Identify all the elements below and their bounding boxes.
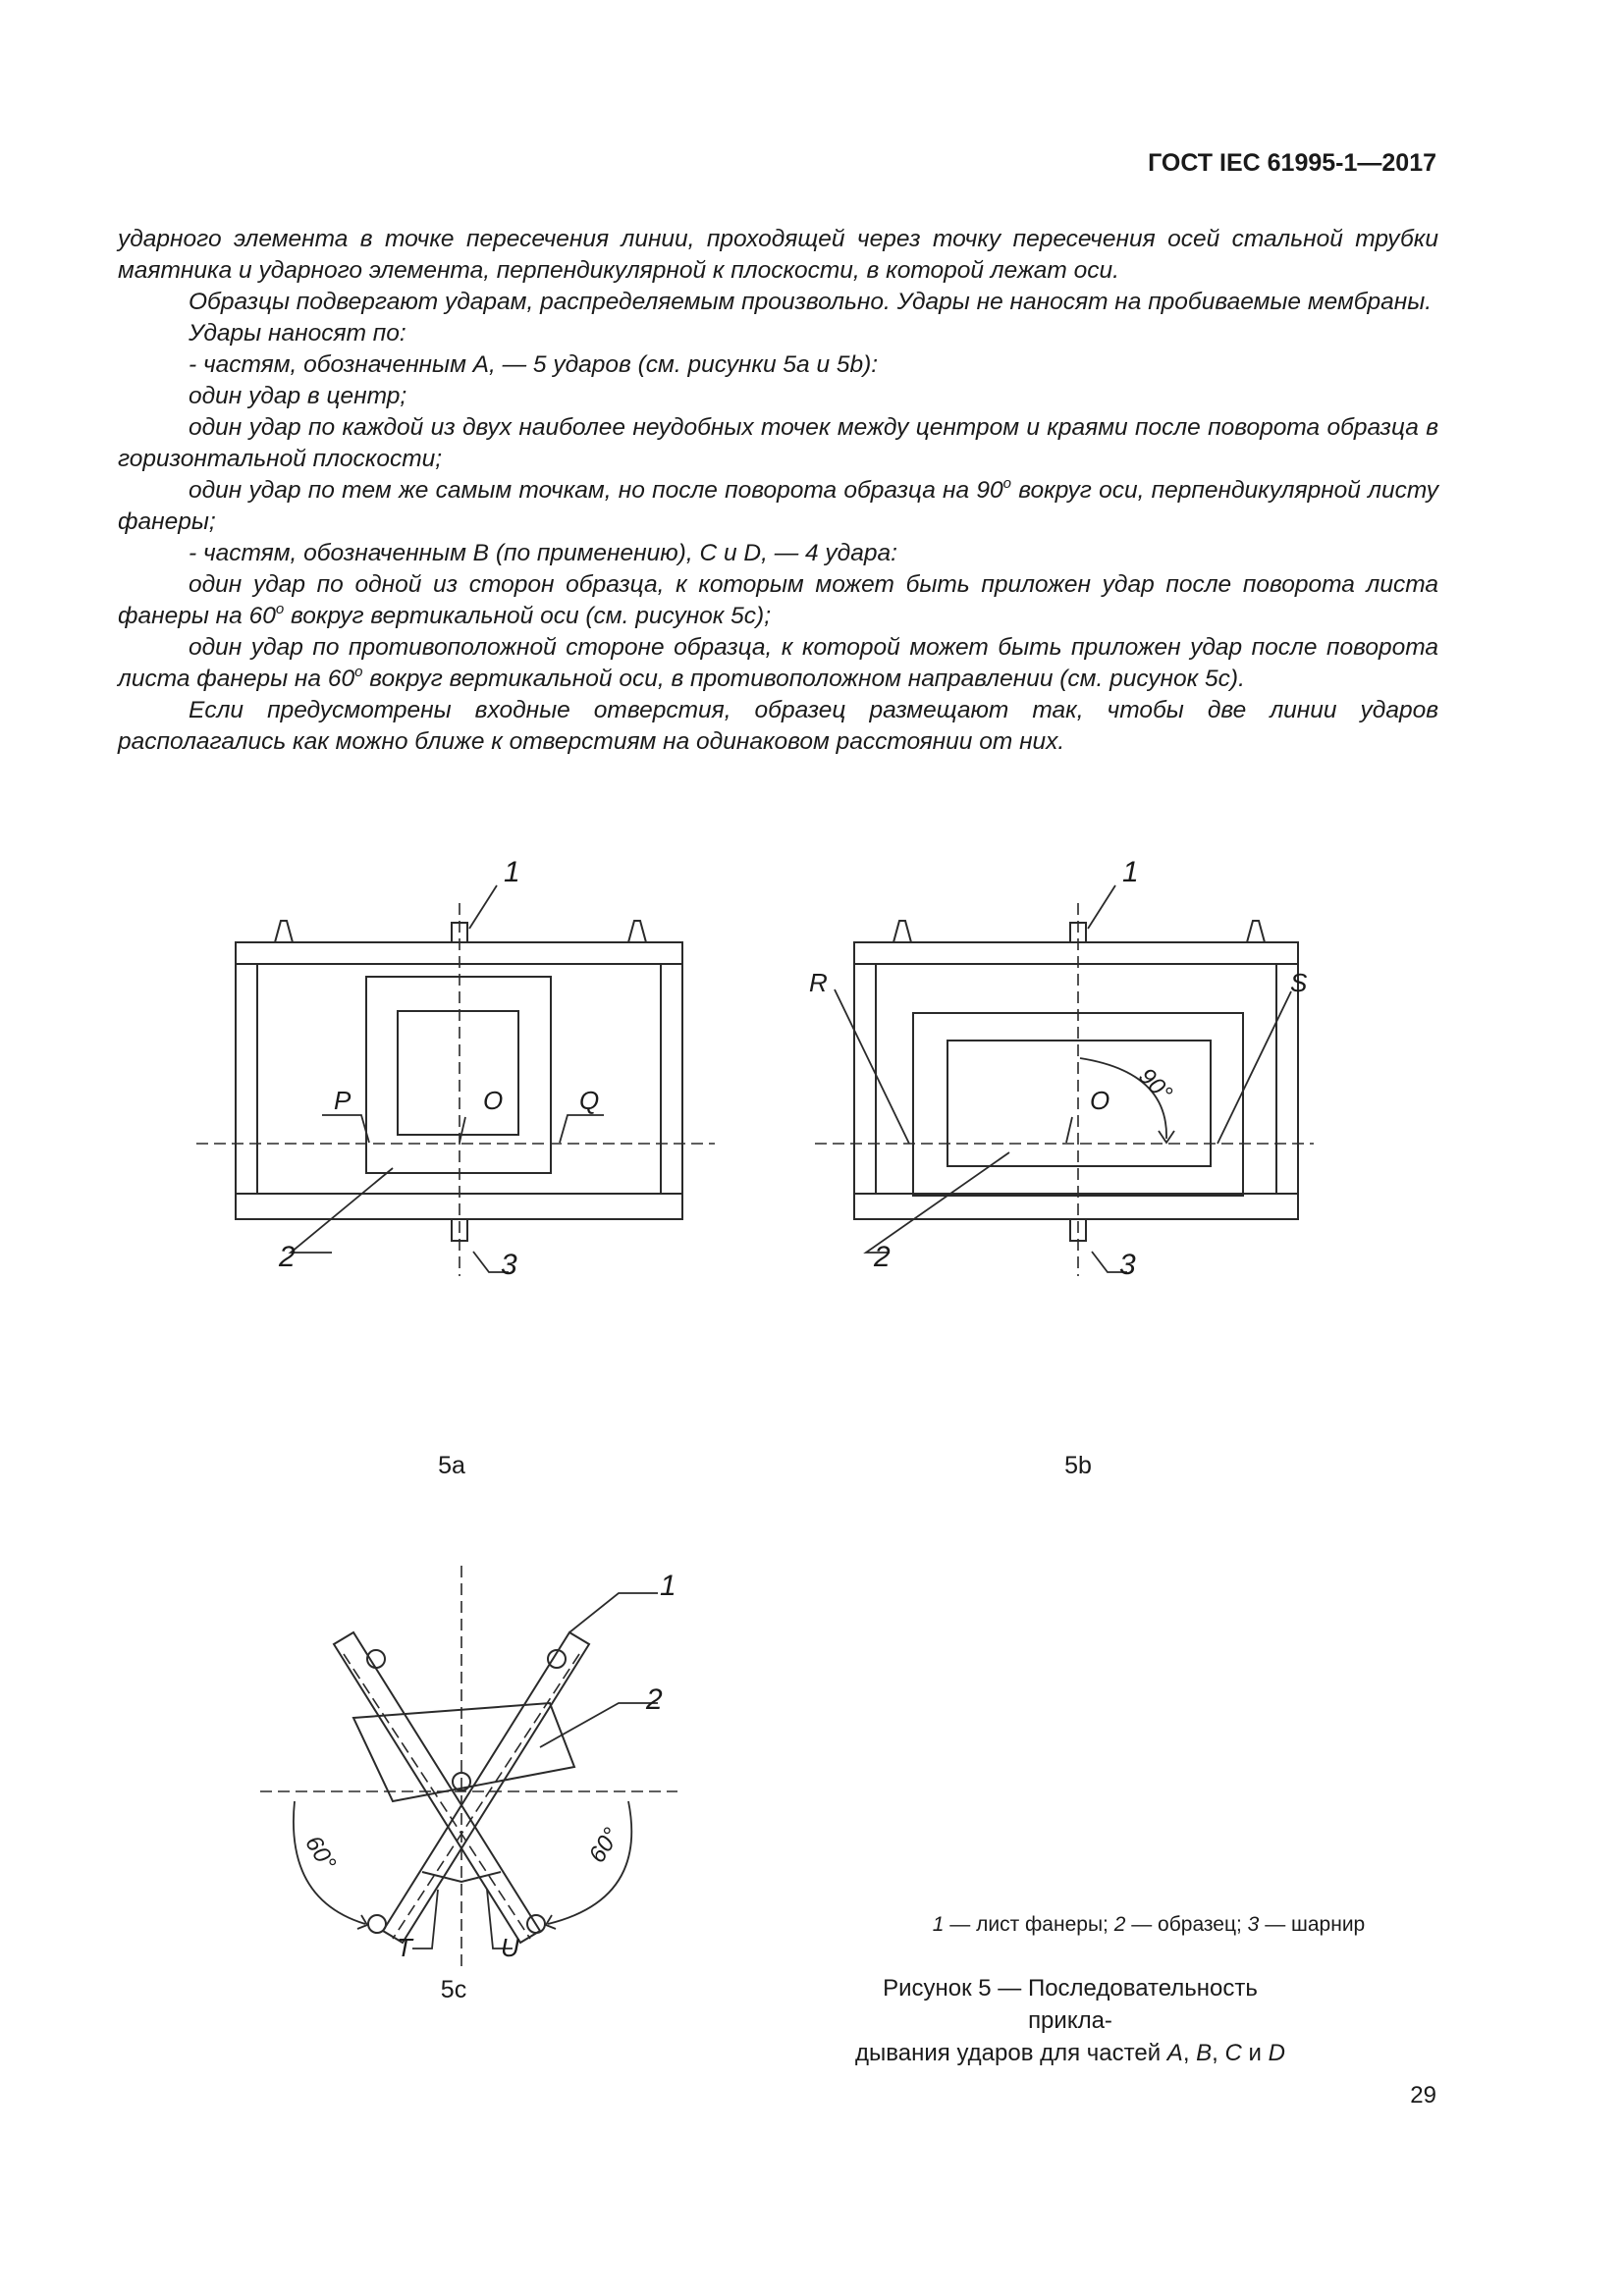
degree-superscript: о bbox=[1002, 474, 1012, 492]
plywood-board bbox=[853, 941, 1299, 1220]
paragraph-text: вокруг оси, перпендикулярной листу фанер… bbox=[118, 477, 1438, 535]
sample-outer bbox=[365, 976, 552, 1174]
sample-inner bbox=[397, 1010, 519, 1136]
sample-inner bbox=[947, 1040, 1212, 1167]
legend-num: 1 bbox=[932, 1913, 945, 1936]
figure-5c-label: 5с bbox=[440, 1976, 467, 2003]
point-label-p: P bbox=[334, 1086, 352, 1115]
figure-5c: 1 2 T U 60° 60° bbox=[255, 1546, 727, 1988]
paragraph: один удар по тем же самым точкам, но пос… bbox=[118, 475, 1438, 538]
paragraph: Удары наносят по: bbox=[189, 320, 406, 347]
paragraph-text: один удар по тем же самым точкам, но пос… bbox=[189, 477, 1003, 504]
caption-text: дывания ударов для частей bbox=[855, 2040, 1167, 2066]
figure-legend: 1 — лист фанеры; 2 — образец; 3 — шарнир bbox=[854, 1913, 1443, 1937]
body-text: ударного элемента в точке пересечения ли… bbox=[118, 224, 1438, 758]
point-label-o: O bbox=[483, 1086, 503, 1115]
legend-text: — шарнир bbox=[1259, 1913, 1366, 1936]
callout-1: 1 bbox=[504, 856, 520, 888]
callout-1: 1 bbox=[1122, 856, 1139, 888]
paragraph: - частям, обозначенным B (по применению)… bbox=[189, 540, 897, 566]
figure-5a: 1 2 3 P O Q bbox=[196, 844, 727, 1433]
caption-part-a: A bbox=[1166, 2040, 1183, 2066]
hinge-mark bbox=[892, 920, 913, 943]
point-label-s: S bbox=[1290, 968, 1308, 997]
caption-part-d: D bbox=[1268, 2040, 1285, 2066]
degree-superscript: о bbox=[354, 663, 363, 680]
paragraph-text: один удар по противоположной стороне обр… bbox=[118, 634, 1438, 692]
caption-line: Рисунок 5 — Последовательность прикла- bbox=[883, 1975, 1258, 2034]
document-id: ГОСТ IEC 61995-1—2017 bbox=[1148, 149, 1436, 177]
figure-5b-label: 5b bbox=[1064, 1452, 1092, 1479]
paragraph: Образцы подвергают ударам, распределяемы… bbox=[189, 289, 1433, 315]
figure-5a-drawing: 1 2 3 P O Q bbox=[196, 856, 715, 1281]
point-label-o: O bbox=[1090, 1086, 1109, 1115]
caption-part-c: C bbox=[1224, 2040, 1242, 2066]
paragraph: ударного элемента в точке пересечения ли… bbox=[118, 226, 1438, 284]
legend-text: — образец; bbox=[1125, 1913, 1248, 1936]
plywood-strip-right bbox=[381, 1630, 591, 1945]
angle-label: 90° bbox=[1133, 1063, 1177, 1107]
caption-text: и bbox=[1241, 2040, 1269, 2066]
callout-3: 3 bbox=[501, 1249, 517, 1281]
paragraph: Если предусмотрены входные отверстия, об… bbox=[118, 697, 1438, 755]
paragraph-text: вокруг вертикальной оси, в противоположн… bbox=[362, 666, 1245, 692]
figure-5b: 1 2 3 R O S 90° bbox=[795, 844, 1325, 1433]
point-label-q: Q bbox=[579, 1086, 599, 1115]
caption-text: , bbox=[1182, 2040, 1197, 2066]
caption-line: дывания ударов для частей A, B, C и D bbox=[844, 2037, 1296, 2069]
point-label-r: R bbox=[809, 968, 828, 997]
paragraph: один удар по каждой из двух наиболее неу… bbox=[118, 414, 1438, 472]
page-number: 29 bbox=[1410, 2082, 1436, 2109]
hinge-mark bbox=[1245, 920, 1267, 943]
hinge-mark bbox=[273, 920, 295, 943]
paragraph-text: вокруг вертикальной оси (см. рисунок 5с)… bbox=[284, 603, 772, 629]
point-label-u: U bbox=[501, 1933, 519, 1962]
hinge-mark bbox=[626, 920, 648, 943]
paragraph: один удар по одной из сторон образца, к … bbox=[118, 569, 1438, 632]
callout-2: 2 bbox=[645, 1683, 663, 1716]
angle-label-right: 60° bbox=[584, 1823, 625, 1867]
callout-1: 1 bbox=[660, 1570, 676, 1602]
paragraph: один удар в центр; bbox=[189, 383, 407, 409]
caption-part-b: B bbox=[1196, 2040, 1213, 2066]
caption-text: , bbox=[1212, 2040, 1225, 2066]
callout-2: 2 bbox=[873, 1241, 891, 1273]
paragraph: один удар по противоположной стороне обр… bbox=[118, 632, 1438, 695]
angle-label-left: 60° bbox=[299, 1831, 341, 1875]
figure-5a-label: 5а bbox=[438, 1452, 465, 1479]
paragraph-text: один удар по одной из сторон образца, к … bbox=[118, 571, 1438, 629]
callout-3: 3 bbox=[1119, 1249, 1136, 1281]
legend-text: — лист фанеры; bbox=[944, 1913, 1114, 1936]
paragraph: - частям, обозначенным A, — 5 ударов (см… bbox=[189, 351, 879, 378]
degree-superscript: о bbox=[275, 600, 285, 617]
point-label-t: T bbox=[397, 1933, 414, 1962]
figure-5c-drawing: 1 2 T U 60° 60° bbox=[260, 1566, 677, 1968]
callout-2: 2 bbox=[278, 1241, 296, 1273]
sample bbox=[352, 1701, 576, 1803]
figure-5b-drawing: 1 2 3 R O S 90° bbox=[809, 856, 1314, 1281]
legend-num: 2 bbox=[1113, 1913, 1126, 1936]
figure-caption: Рисунок 5 — Последовательность прикла- д… bbox=[844, 1972, 1296, 2069]
legend-num: 3 bbox=[1247, 1913, 1260, 1936]
